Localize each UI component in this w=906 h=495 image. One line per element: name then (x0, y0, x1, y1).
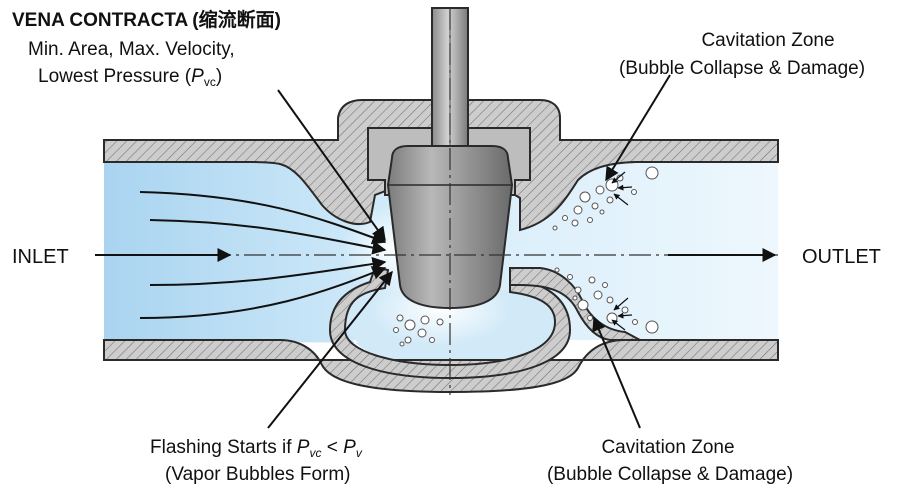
collapse-arrows (611, 171, 633, 331)
cavitation-top-line2: (Bubble Collapse & Damage) (619, 58, 865, 79)
cavitation-bubbles-bottom (554, 267, 659, 334)
vena-contracta-title: VENA CONTRACTA(缩流断面) (12, 8, 281, 31)
flow-streamlines (139, 191, 387, 319)
flashing-leader (267, 270, 393, 429)
leader-lines (267, 74, 671, 429)
cavitation-bubbles-top (552, 166, 659, 231)
flashing-line2: (Vapor Bubbles Form) (165, 464, 351, 485)
cavitation-top-leader (605, 74, 671, 182)
cavitation-bottom-leader (592, 316, 641, 429)
flashing-line1: Flashing Starts if Pvc < Pv (150, 437, 363, 460)
outlet-label: OUTLET (802, 246, 881, 268)
cavitation-bottom-line1: Cavitation Zone (601, 437, 734, 458)
vena-note-line2: Lowest Pressure (Pvc) (38, 66, 222, 89)
seat-lip-right (509, 267, 641, 341)
vena-leader (277, 89, 386, 242)
inlet-label: INLET (12, 246, 69, 268)
lower-seat-ring (328, 266, 572, 380)
cavitation-top-line1: Cavitation Zone (701, 30, 834, 51)
cavitation-bottom-line2: (Bubble Collapse & Damage) (547, 464, 793, 485)
vena-note-line1: Min. Area, Max. Velocity, (28, 39, 235, 60)
vapor-bubbles (393, 314, 444, 347)
